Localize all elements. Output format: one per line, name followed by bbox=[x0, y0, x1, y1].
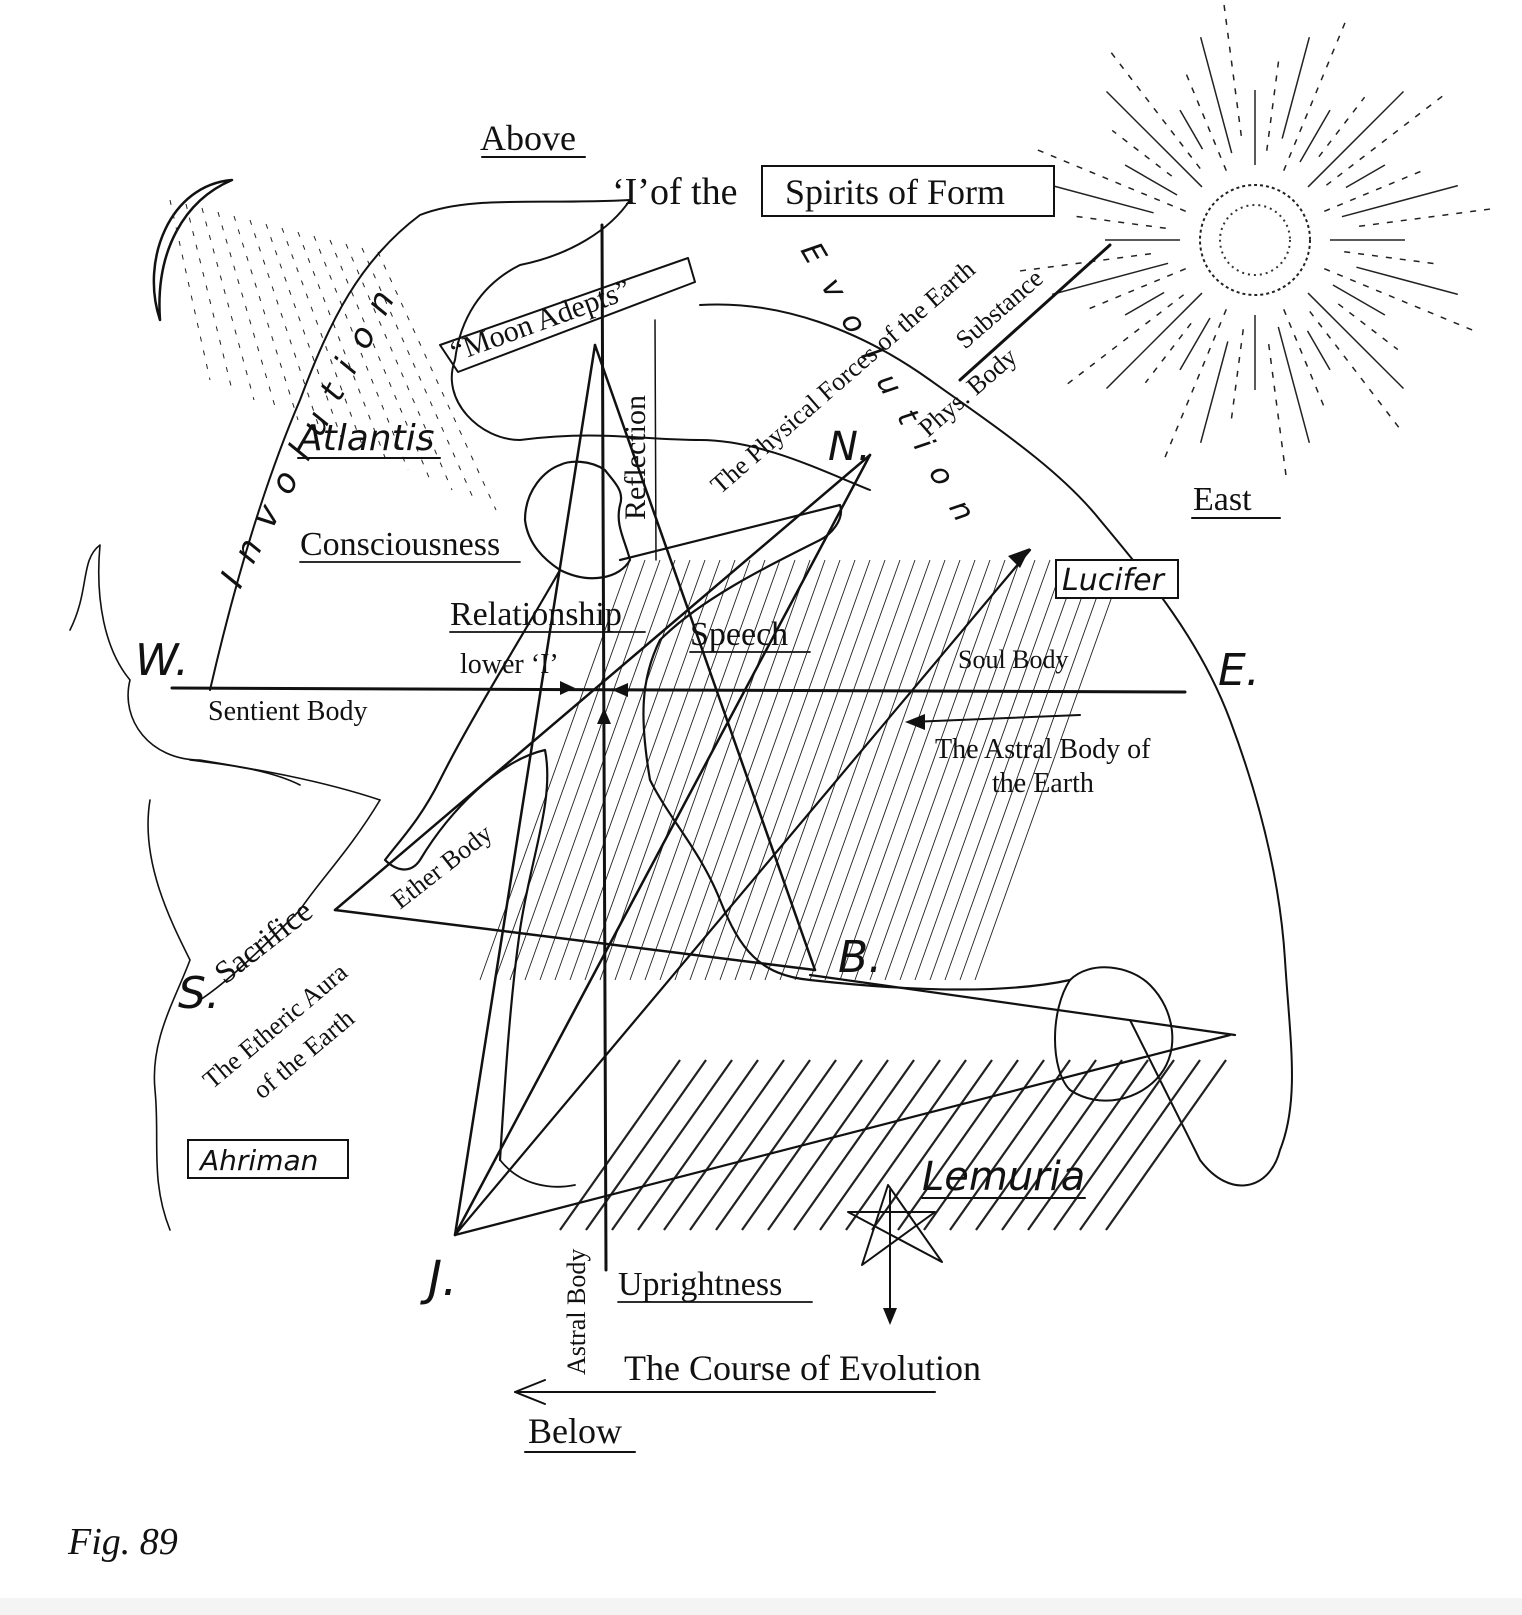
pentagram-symbol-icon bbox=[847, 1184, 943, 1325]
label-sacrifice: Sacrifice bbox=[207, 892, 319, 990]
label-consciousness: Consciousness bbox=[300, 526, 500, 563]
label-speech: Speech bbox=[690, 616, 788, 653]
continent-outline-west bbox=[69, 544, 381, 1231]
label-i-of-the: ‘I’of the bbox=[612, 171, 738, 213]
label-lucifer: Lucifer bbox=[1062, 563, 1166, 598]
vertical-axis bbox=[600, 223, 608, 1272]
label-relationship: Relationship bbox=[450, 596, 622, 633]
human-figure-outline bbox=[523, 460, 632, 580]
label-atlantis: Atlantis bbox=[296, 418, 435, 459]
sun-icon bbox=[1199, 184, 1311, 296]
continent-outline-atlantis bbox=[209, 199, 871, 691]
label-above: Above bbox=[480, 118, 576, 158]
label-w: W. bbox=[135, 635, 189, 686]
label-astral-body-earth-line2: the Earth bbox=[992, 768, 1094, 799]
crescent-moon-icon bbox=[152, 178, 234, 322]
label-uprightness: Uprightness bbox=[618, 1266, 782, 1303]
label-s: S. bbox=[178, 968, 220, 1019]
label-ahriman: Ahriman bbox=[198, 1144, 318, 1177]
label-below: Below bbox=[528, 1411, 622, 1451]
figure-caption: Fig. 89 bbox=[68, 1521, 178, 1563]
label-phys-body: Phys. Body bbox=[913, 342, 1023, 443]
label-sentient-body: Sentient Body bbox=[208, 696, 367, 727]
lemuria-hatching bbox=[559, 1059, 1227, 1231]
label-astral-body: Astral Body bbox=[562, 1249, 591, 1375]
moon-adepts-box bbox=[439, 257, 696, 373]
moon-rays bbox=[169, 199, 497, 511]
label-course-of-evolution: The Course of Evolution bbox=[624, 1348, 981, 1388]
spirits-of-form-box bbox=[761, 165, 1055, 217]
label-east: East bbox=[1193, 481, 1252, 518]
label-astral-body-earth-line1: The Astral Body of bbox=[935, 734, 1151, 765]
label-spirits-of-form: Spirits of Form bbox=[785, 172, 1005, 212]
label-b: B. bbox=[838, 932, 882, 983]
sun-rays bbox=[1016, 1, 1494, 479]
label-lemuria: Lemuria bbox=[922, 1154, 1085, 1200]
lucifer-box bbox=[1055, 559, 1179, 599]
label-n: N. bbox=[828, 424, 871, 470]
label-ether-body: Ether Body bbox=[386, 819, 498, 915]
label-lower-i: lower ‘I’ bbox=[460, 649, 559, 680]
label-e: E. bbox=[1218, 645, 1260, 696]
continent-outline-east bbox=[699, 303, 1293, 1187]
label-soul-body: Soul Body bbox=[958, 645, 1069, 674]
label-j: J. bbox=[420, 1251, 457, 1307]
page-bottom-band bbox=[0, 1598, 1522, 1615]
body-hatching bbox=[479, 559, 1126, 981]
west-east-axis bbox=[170, 686, 1187, 694]
ahriman-box bbox=[187, 1139, 349, 1179]
label-reflection: Reflection bbox=[619, 395, 652, 520]
pentagram-construction bbox=[333, 343, 1237, 1237]
label-moon-adepts: “Moon Adepts” bbox=[446, 273, 635, 369]
